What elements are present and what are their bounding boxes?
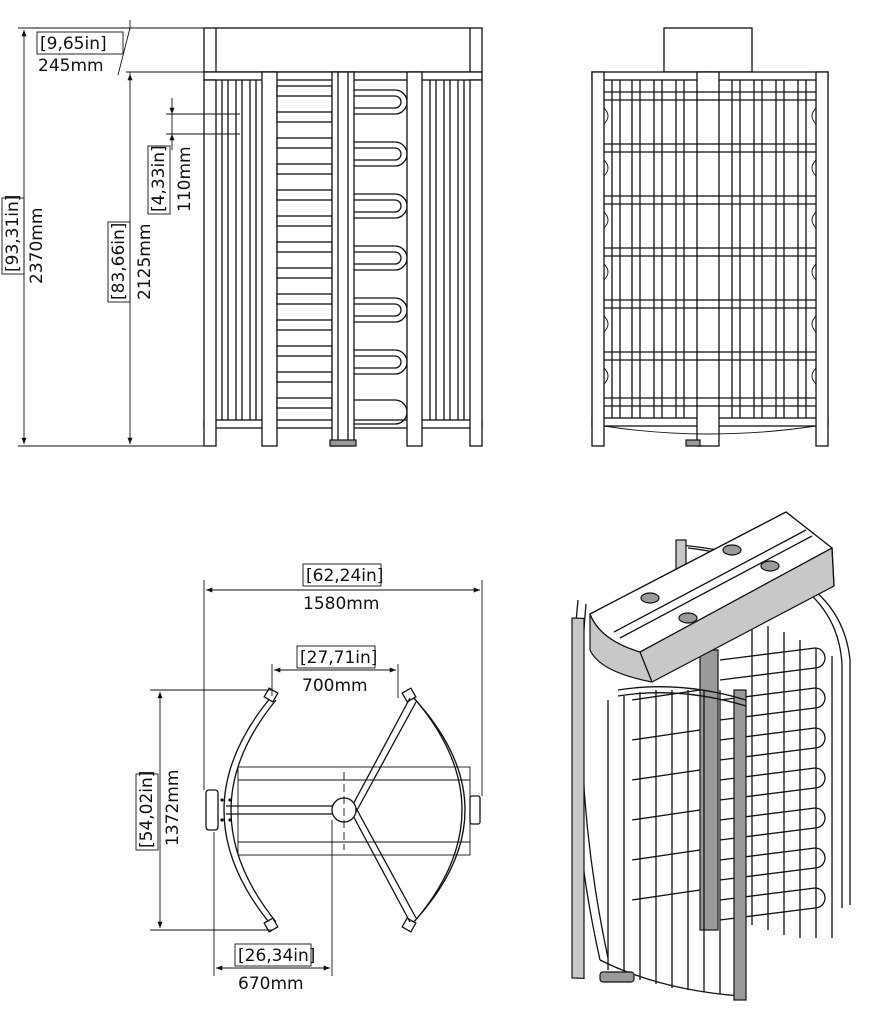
total-width-mm-label: 1580mm bbox=[303, 594, 379, 614]
front-view-dimensions: [9,65in] 245mm [93,31in] 2370mm [83,66in… bbox=[1, 20, 240, 447]
passage-width-in-label: [27,71in] bbox=[300, 648, 377, 668]
bar-pitch-mm-label: 110mm bbox=[175, 146, 195, 212]
depth-in-label: [54,02in] bbox=[137, 771, 157, 848]
top-height-in-label: [9,65in] bbox=[40, 34, 107, 54]
top-height-mm-label: 245mm bbox=[38, 56, 104, 76]
passage-width-mm-label: 700mm bbox=[302, 676, 368, 696]
total-height-mm-label: 2370mm bbox=[27, 208, 47, 284]
side-view bbox=[591, 27, 829, 447]
depth-mm-label: 1372mm bbox=[163, 770, 183, 846]
total-width-in-label: [62,24in] bbox=[306, 566, 383, 586]
bar-pitch-in-label: [4,33in] bbox=[149, 145, 169, 212]
plan-view bbox=[205, 687, 481, 933]
front-view bbox=[203, 27, 483, 447]
half-width-in-label: [26,34in] bbox=[238, 946, 315, 966]
body-height-mm-label: 2125mm bbox=[135, 224, 155, 300]
plan-view-dimensions: [62,24in] 1580mm [27,71in] 700mm [54,02i… bbox=[135, 563, 483, 994]
body-height-in-label: [83,66in] bbox=[109, 223, 129, 300]
isometric-view bbox=[571, 511, 851, 1001]
total-height-in-label: [93,31in] bbox=[3, 195, 23, 272]
half-width-mm-label: 670mm bbox=[238, 974, 304, 994]
